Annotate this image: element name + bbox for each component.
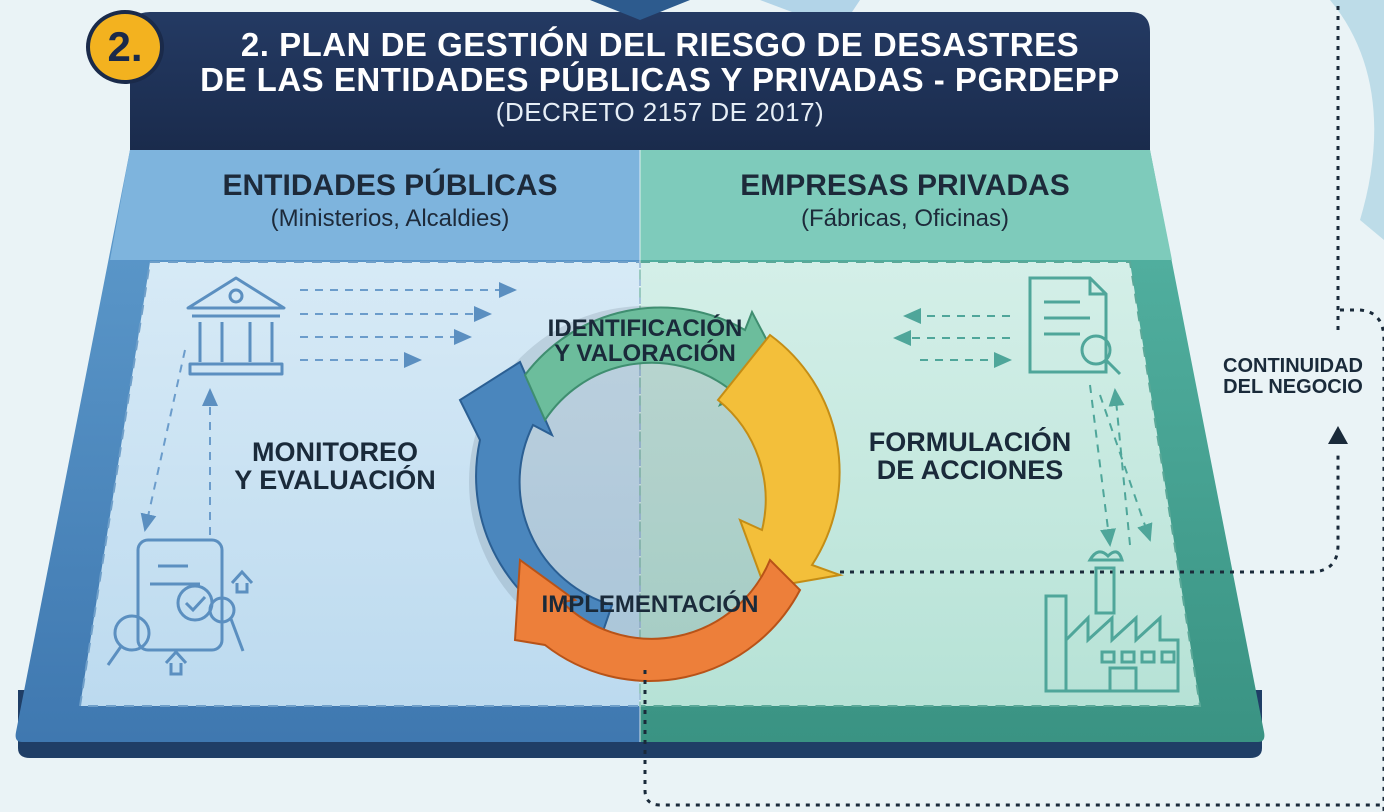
label-identification-line-2: Y VALORACIÓN xyxy=(554,340,736,368)
title-line-2: DE LAS ENTIDADES PÚBLICAS Y PRIVADAS - P… xyxy=(200,60,1120,98)
private-column-title: EMPRESAS PRIVADAS xyxy=(740,169,1070,202)
label-implementation: IMPLEMENTACIÓN xyxy=(541,591,759,618)
section-number-badge: 2. xyxy=(86,10,164,84)
label-identification: IDENTIFICACIÓN Y VALORACIÓN xyxy=(520,315,770,368)
public-column-heading: ENTIDADES PÚBLICAS (Ministerios, Alcaldi… xyxy=(150,170,630,231)
cycle-arrow-implementation xyxy=(513,558,802,682)
public-panel-outline xyxy=(78,261,641,707)
header-bar xyxy=(130,12,1150,150)
private-column-subtitle: (Fábricas, Oficinas) xyxy=(800,204,1010,232)
title-line-1: 2. PLAN DE GESTIÓN DEL RIESGO DE DESASTR… xyxy=(240,26,1080,63)
background-wave xyxy=(1330,0,1384,240)
public-flow-arrows xyxy=(140,282,517,535)
private-flow-arrows xyxy=(893,308,1153,547)
magnifier-icon xyxy=(106,569,254,676)
label-identification-line-1: IDENTIFICACIÓN xyxy=(547,315,743,342)
label-monitoring-line-1: MONITOREO xyxy=(251,437,418,467)
continuity-up-arrow xyxy=(1328,426,1348,444)
decree-reference: (DECRETO 2157 DE 2017) xyxy=(495,97,825,128)
cycle-arrow-formulation xyxy=(716,333,844,590)
label-continuity-line-1: CONTINUIDAD xyxy=(1223,355,1363,377)
label-formulation-line-1: FORMULACIÓN xyxy=(868,427,1072,457)
private-heading-band xyxy=(640,150,1172,260)
header-title: 2. PLAN DE GESTIÓN DEL RIESGO DE DESASTR… xyxy=(160,26,1160,128)
label-continuity-line-2: DEL NEGOCIO xyxy=(1223,376,1363,398)
management-cycle xyxy=(458,306,844,682)
label-business-continuity: CONTINUIDAD DEL NEGOCIO xyxy=(1205,356,1381,398)
label-monitoring: MONITOREO Y EVALUACIÓN xyxy=(215,438,455,495)
factory-icon xyxy=(1044,550,1180,693)
document-search-icon xyxy=(1028,276,1122,376)
government-building-icon xyxy=(186,276,286,376)
public-heading-band xyxy=(110,150,640,260)
public-column-title: ENTIDADES PÚBLICAS xyxy=(222,169,558,202)
cycle-arrow-monitoring xyxy=(458,360,614,642)
document-checklist-icon xyxy=(136,538,224,652)
label-formulation-line-2: DE ACCIONES xyxy=(876,455,1064,486)
public-column-subtitle: (Ministerios, Alcaldies) xyxy=(270,204,510,232)
header-top-arrow xyxy=(590,0,690,20)
label-formulation: FORMULACIÓN DE ACCIONES xyxy=(845,428,1095,485)
label-monitoring-line-2: Y EVALUACIÓN xyxy=(234,465,436,496)
private-column-heading: EMPRESAS PRIVADAS (Fábricas, Oficinas) xyxy=(650,170,1160,231)
